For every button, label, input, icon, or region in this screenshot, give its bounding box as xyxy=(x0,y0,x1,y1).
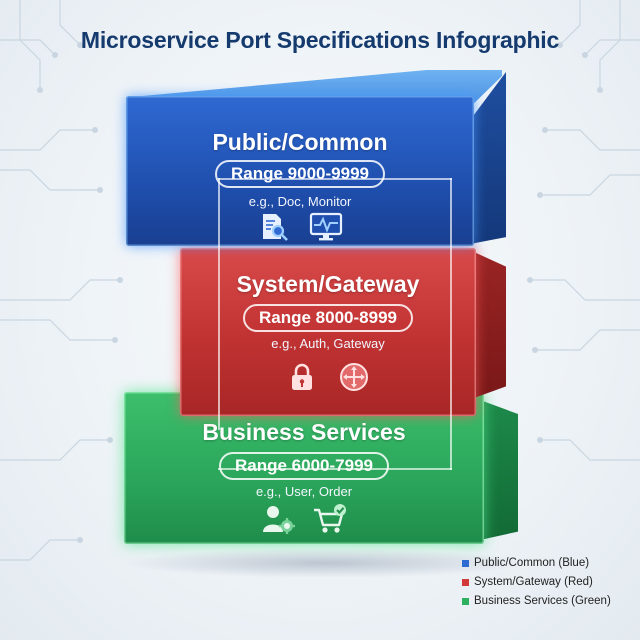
page-title: Microservice Port Specifications Infogra… xyxy=(80,27,560,53)
legend: Public/Common (Blue) System/Gateway (Red… xyxy=(462,554,634,611)
legend-item-public: Public/Common (Blue) xyxy=(462,554,634,573)
public-icons xyxy=(257,212,343,242)
legend-swatch xyxy=(462,579,469,586)
system-block-label: System/Gateway xyxy=(236,271,420,297)
legend-swatch xyxy=(462,560,469,567)
system-block: System/Gateway Range 8000-8999 e.g., Aut… xyxy=(180,248,476,416)
floor-shadow xyxy=(120,548,530,578)
legend-label: Business Services (Green) xyxy=(474,595,611,607)
business-range-pill: Range 6000-7999 xyxy=(219,452,389,480)
legend-item-business: Business Services (Green) xyxy=(462,592,634,611)
public-block: Public/Common Range 9000-9999 e.g., Doc,… xyxy=(126,96,474,246)
legend-swatch xyxy=(462,598,469,605)
legend-label: System/Gateway (Red) xyxy=(474,576,593,588)
user-gear-icon xyxy=(261,504,295,534)
public-examples: e.g., Doc, Monitor xyxy=(248,194,352,209)
legend-item-system: System/Gateway (Red) xyxy=(462,573,634,592)
system-examples: e.g., Auth, Gateway xyxy=(271,336,385,351)
business-examples: e.g., User, Order xyxy=(255,484,353,499)
system-block-side xyxy=(474,252,506,398)
monitor-pulse-icon xyxy=(309,212,343,242)
business-icons xyxy=(261,504,347,534)
public-block-label: Public/Common xyxy=(212,129,388,155)
system-icons xyxy=(285,362,371,392)
business-block-label: Business Services xyxy=(202,419,406,445)
lock-icon xyxy=(285,362,319,392)
cart-check-icon xyxy=(313,504,347,534)
public-range-pill: Range 9000-9999 xyxy=(215,160,385,188)
system-range-pill: Range 8000-8999 xyxy=(243,304,413,332)
business-block-side xyxy=(480,400,518,540)
legend-label: Public/Common (Blue) xyxy=(474,557,590,569)
document-search-icon xyxy=(257,212,291,242)
gateway-router-icon xyxy=(337,362,371,392)
